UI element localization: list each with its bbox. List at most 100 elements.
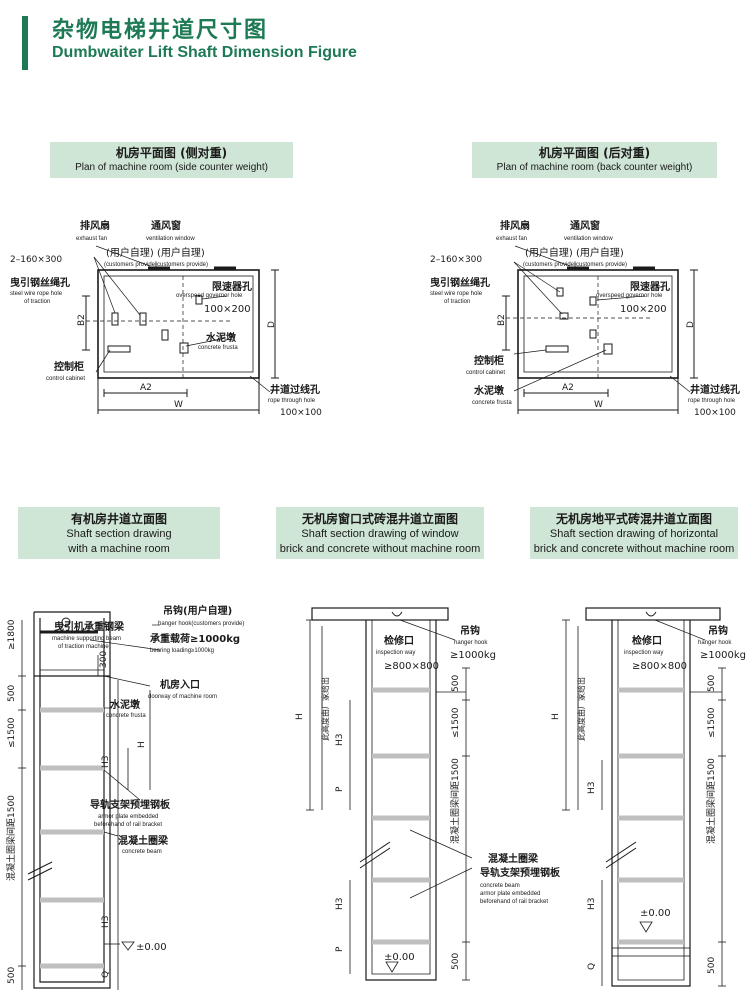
label-through-size: 100×100 [280, 408, 322, 418]
label-hook-1: 吊钩(用户自理) [163, 604, 232, 617]
label-bearing-load: 承重载荷≥1000kg [150, 632, 240, 645]
label-machine-beam-en2: of traction machine [58, 644, 109, 650]
dim-d-b: D [686, 321, 696, 328]
label-customers-1-en: (customers provide) [104, 262, 157, 268]
label-control-cabinet-b: 控制柜 [474, 354, 504, 367]
dim-1500: ≤1500 [7, 717, 17, 748]
label-governor-hole-en: overspeed governor hole [176, 293, 243, 299]
sec1-title-cn: 有机房井道立面图 [70, 512, 167, 526]
plan-back-drawing [502, 245, 698, 414]
label-control-cabinet: 控制柜 [54, 360, 84, 373]
dim-h-3: H [551, 713, 561, 720]
dim-q-1: Q [101, 971, 111, 978]
plan-side-labels: 排风扇 exhaust fan 通风窗 ventilation window (… [10, 219, 322, 418]
label-governor-size-b: 100×200 [620, 304, 667, 315]
label-hook-load-2: ≥1000kg [450, 650, 496, 661]
dim-h3-1a: H3 [101, 756, 111, 769]
dim-1800: ≥1800 [7, 619, 17, 650]
label-hook-load-3: ≥1000kg [700, 650, 746, 661]
label-inspection-2-en: inspection way [376, 650, 415, 656]
plan-side-title-en: Plan of machine room (side counter weigh… [75, 162, 268, 173]
sec1-title-box: 有机房井道立面图 Shaft section drawing with a ma… [18, 507, 220, 559]
dim-w: W [174, 400, 183, 410]
sec2-drawing [306, 607, 473, 981]
label-customers-b1: (用户自理) [525, 246, 573, 259]
label-through-hole: 井道过线孔 [270, 383, 320, 396]
label-rope-hole-b-en2: of traction [444, 299, 470, 305]
dim-a2-b: A2 [562, 383, 574, 393]
label-armor-plate-2-en1: armor plate embedded [480, 891, 540, 897]
label-machine-beam-en1: machine supporting beam [52, 636, 121, 642]
dim-b2-b: B2 [497, 314, 507, 326]
label-through-hole-b: 井道过线孔 [690, 383, 740, 396]
dim-d: D [267, 321, 277, 328]
label-ventilation-b: 通风窗 [570, 219, 600, 232]
label-concrete-beam-2: 混凝土圈梁 [488, 852, 539, 865]
dim-500a: 500 [7, 685, 17, 702]
label-hole-size-b: 2–160×300 [430, 255, 482, 265]
label-frusta-1: 水泥墩 [109, 698, 141, 711]
dim-1500-3: ≤1500 [707, 707, 717, 738]
label-concrete-beam-1: 混凝土圈梁 [118, 834, 169, 847]
label-customers-b1-en: (customers provide) [523, 262, 576, 268]
label-inspection-3-en: inspection way [624, 650, 663, 656]
dim-300: 300 [99, 651, 109, 668]
label-hook-3: 吊钩 [708, 624, 728, 637]
label-rope-hole-b: 曳引钢丝绳孔 [430, 276, 490, 289]
label-frusta-en: concrete frusta [198, 345, 238, 351]
plan-back-title-box: 机房平面图 (后对重) Plan of machine room (back c… [472, 142, 717, 178]
label-armor-plate: 导轨支架预埋钢板 [90, 798, 171, 811]
label-ventilation-en: ventilation window [146, 236, 195, 242]
label-customers-2: (用户自理) [157, 246, 205, 259]
dim-h3-1b: H3 [101, 916, 111, 929]
label-hook-2: 吊钩 [460, 624, 480, 637]
sec1-title-en2: with a machine room [68, 543, 170, 555]
sec1-labels: 吊钩(用户自理) hanger hook(customers provide) … [5, 604, 244, 984]
label-doorway-en: doorway of machine room [148, 694, 217, 700]
label-frusta-1-en: concrete frusta [106, 713, 146, 719]
dim-beam-spacing-3: 混凝土圈梁间距1500 [705, 758, 717, 844]
label-level-2: ±0.00 [384, 952, 415, 963]
label-hook-2-en: hanger hook [454, 640, 488, 646]
sec1-drawing [18, 611, 161, 990]
sec2-title-cn: 无机房窗口式砖混井道立面图 [301, 512, 458, 526]
dim-beam-spacing: 混凝土圈梁间距1500 [5, 795, 17, 881]
dim-500-2a: 500 [451, 675, 461, 692]
label-exhaust-fan-b-en: exhaust fan [496, 236, 527, 242]
label-inspection-3: 检修口 [632, 634, 662, 647]
label-customers-1: (用户自理) [106, 246, 154, 259]
dim-1500-2: ≤1500 [451, 707, 461, 738]
dim-w-b: W [594, 400, 603, 410]
label-hook-3-en: hanger hook [698, 640, 732, 646]
header-accent-bar [22, 16, 28, 70]
dim-500-2b: 500 [451, 953, 461, 970]
label-rope-hole-en2: of traction [24, 299, 50, 305]
label-hole-size: 2–160×300 [10, 255, 62, 265]
sec3-title-en2: brick and concrete without machine room [533, 543, 735, 555]
dim-500-3a: 500 [707, 675, 717, 692]
plan-back-title-en: Plan of machine room (back counter weigh… [496, 162, 693, 173]
label-rope-hole: 曳引钢丝绳孔 [10, 276, 70, 289]
label-through-size-b: 100×100 [694, 408, 736, 418]
label-inspection-size-2: ≥800×800 [384, 661, 439, 672]
dim-h3-3a: H3 [587, 782, 597, 795]
label-machine-beam: 曳引机承重钢梁 [54, 620, 125, 633]
label-doorway: 机房入口 [160, 678, 200, 691]
dim-p-2a: P [335, 786, 345, 792]
title-chinese: 杂物电梯井道尺寸图 [52, 18, 269, 43]
label-ventilation: 通风窗 [151, 219, 181, 232]
label-exhaust-fan: 排风扇 [80, 219, 110, 232]
label-inspection-size-3: ≥800×800 [632, 661, 687, 672]
label-frusta-b-en: concrete frusta [472, 400, 512, 406]
label-governor-hole-b-en: overspeed governor hole [596, 293, 663, 299]
label-customers-b2-en: (customers provide) [574, 262, 627, 268]
label-through-hole-en: rope through hole [268, 398, 316, 404]
label-level-1: ±0.00 [136, 942, 167, 953]
plan-back-title-cn: 机房平面图 (后对重) [538, 146, 651, 160]
label-ventilation-b-en: ventilation window [564, 236, 613, 242]
sec1-title-en1: Shaft section drawing [66, 528, 172, 540]
dim-q-3: Q [587, 963, 597, 970]
dim-500b: 500 [7, 967, 17, 984]
label-control-cabinet-en: control cabinet [46, 376, 85, 382]
label-customers-b2: (用户自理) [576, 246, 624, 259]
